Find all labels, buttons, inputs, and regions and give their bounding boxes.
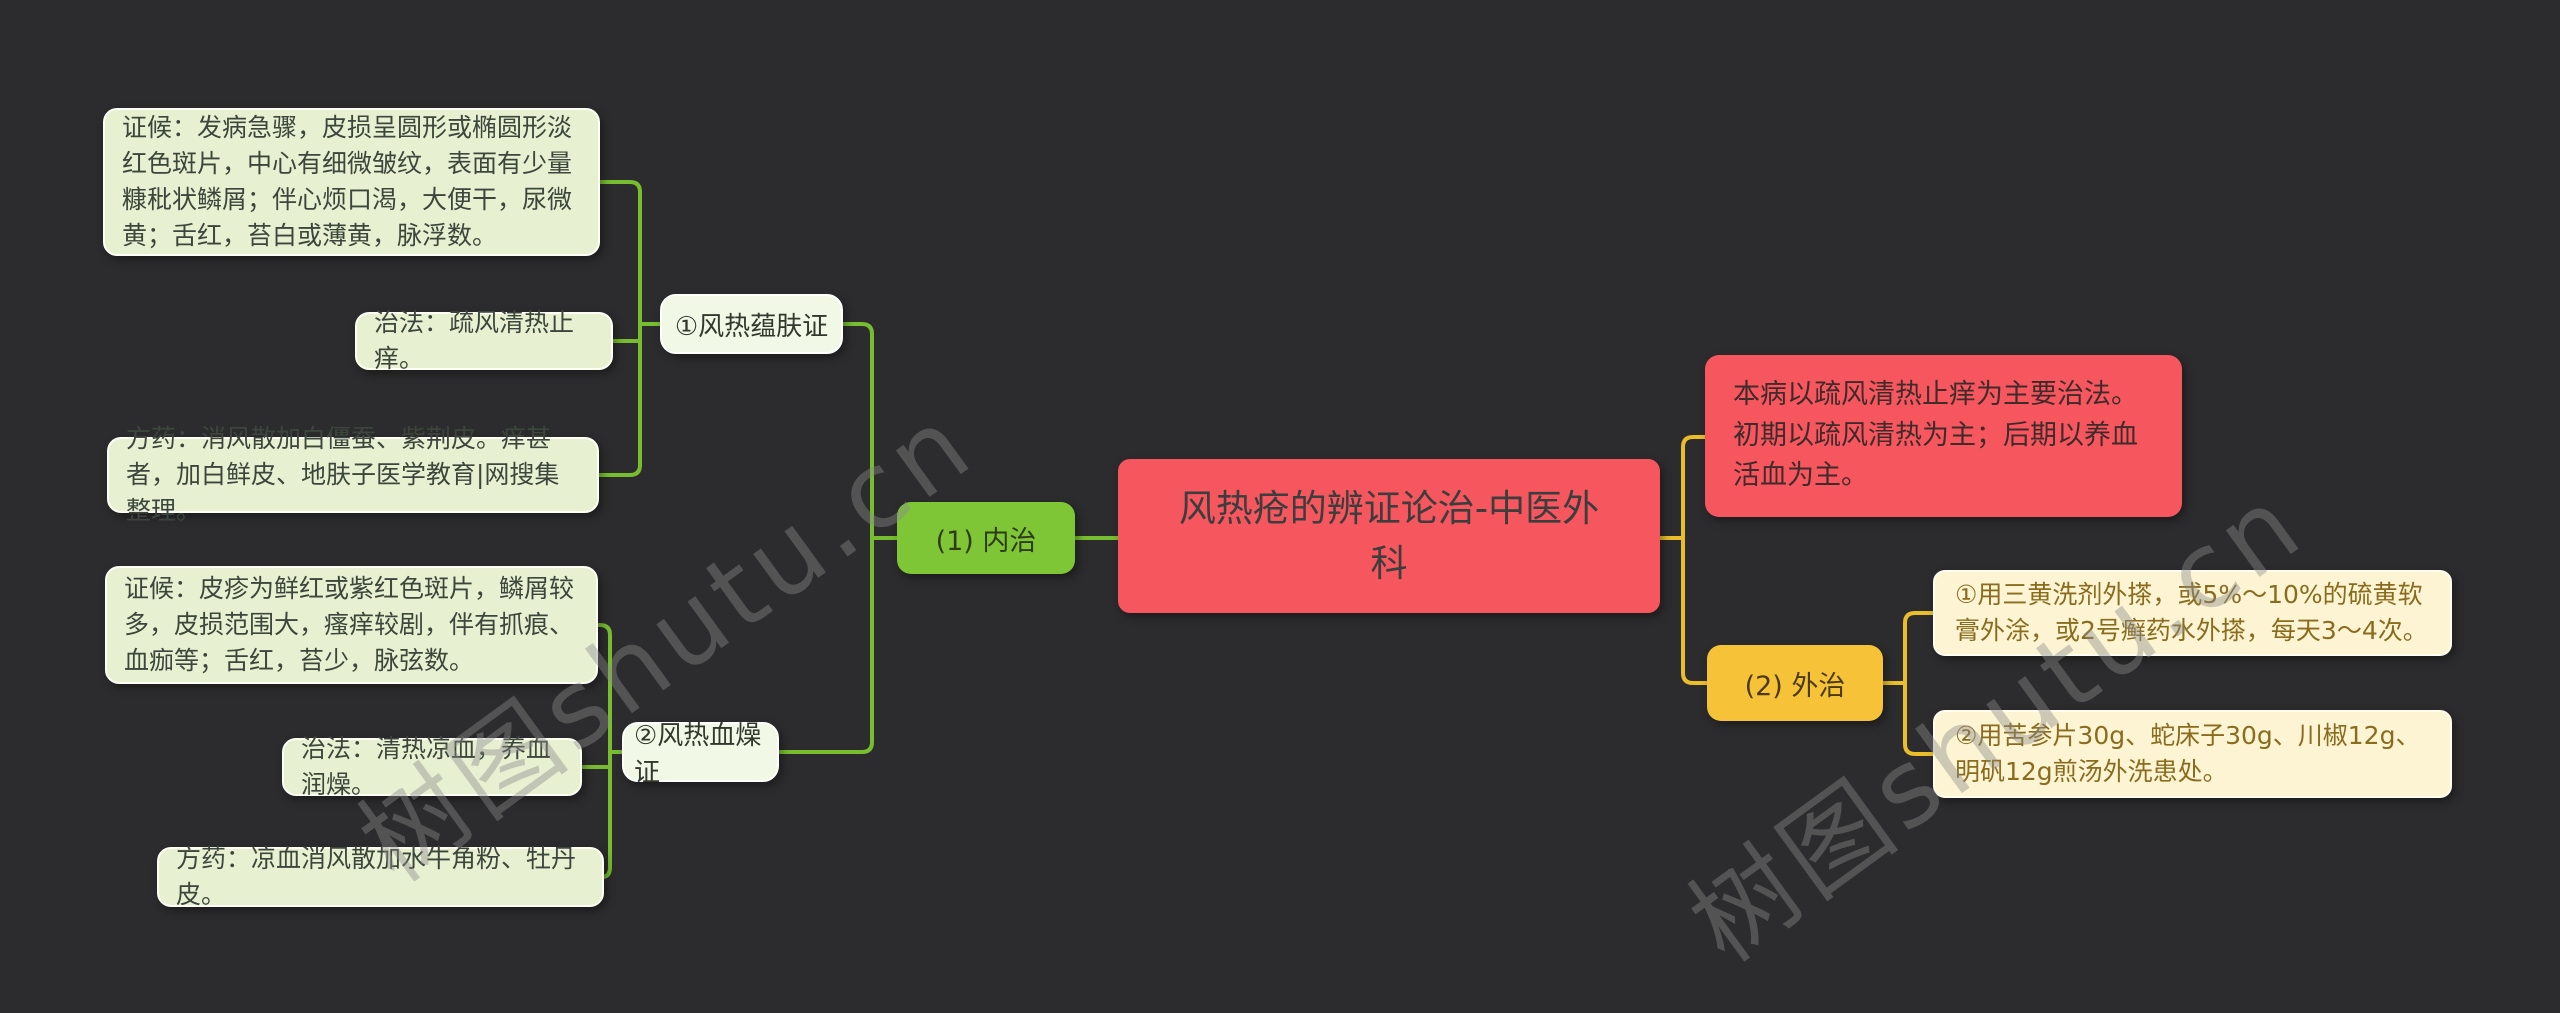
syndrome2-name: ②风热血燥证 [634, 721, 762, 788]
syndrome1-zhifa-text: 治法：疏风清热止痒。 [374, 308, 575, 373]
syndrome2-fangyao-text: 方药：凉血消风散加水牛角粉、牡丹皮。 [176, 844, 577, 909]
syndrome1-zhifa-box[interactable]: 治法：疏风清热止痒。 [355, 308, 613, 373]
syndrome2-node[interactable]: ②风热血燥证 [622, 721, 779, 788]
syndrome1-zhenghou-text: 证候：发病急骤，皮损呈圆形或椭圆形淡红色斑片，中心有细微皱纹，表面有少量糠秕状鳞… [122, 113, 573, 250]
syndrome2-zhifa-box[interactable]: 治法：清热凉血，养血润燥。 [282, 734, 582, 799]
syndrome2-zhifa-text: 治法：清热凉血，养血润燥。 [301, 734, 552, 799]
treatment-principle-text: 本病以疏风清热止痒为主要治法。初期以疏风清热为主；后期以养血活血为主。 [1733, 379, 2138, 492]
external-branch-node[interactable]: (2) 外治 [1707, 645, 1883, 721]
treatment-principle-note[interactable]: 本病以疏风清热止痒为主要治法。初期以疏风清热为主；后期以养血活血为主。 [1705, 355, 2182, 517]
external-method2-box[interactable]: ②用苦参片30g、蛇床子30g、川椒12g、明矾12g煎汤外洗患处。 [1933, 710, 2452, 798]
syndrome2-fangyao-box[interactable]: 方药：凉血消风散加水牛角粉、牡丹皮。 [157, 844, 604, 909]
syndrome1-zhenghou-box[interactable]: 证候：发病急骤，皮损呈圆形或椭圆形淡红色斑片，中心有细微皱纹，表面有少量糠秕状鳞… [103, 108, 600, 256]
root-topic-node[interactable]: 风热疮的辨证论治-中医外科 [1118, 459, 1660, 613]
external-method2-text: ②用苦参片30g、蛇床子30g、川椒12g、明矾12g煎汤外洗患处。 [1955, 720, 2421, 786]
root-topic-title: 风热疮的辨证论治-中医外科 [1178, 486, 1600, 586]
internal-branch-node[interactable]: (1) 内治 [897, 502, 1075, 574]
syndrome2-zhenghou-box[interactable]: 证候：皮疹为鲜红或紫红色斑片，鳞屑较多，皮损范围大，瘙痒较剧，伴有抓痕、血痂等；… [105, 566, 598, 684]
syndrome1-fangyao-text: 方药：消风散加白僵蚕、紫荆皮。痒甚者，加白鲜皮、地肤子医学教育|网搜集整理。 [126, 424, 560, 525]
external-branch-label: (2) 外治 [1744, 670, 1846, 702]
external-method1-text: ①用三黄洗剂外搽，或5%～10%的硫黄软膏外涂，或2号癣药水外搽，每天3～4次。 [1955, 579, 2428, 645]
syndrome1-node[interactable]: ①风热蕴肤证 [660, 294, 843, 354]
syndrome2-zhenghou-text: 证候：皮疹为鲜红或紫红色斑片，鳞屑较多，皮损范围大，瘙痒较剧，伴有抓痕、血痂等；… [124, 574, 575, 675]
syndrome1-fangyao-box[interactable]: 方药：消风散加白僵蚕、紫荆皮。痒甚者，加白鲜皮、地肤子医学教育|网搜集整理。 [107, 424, 599, 525]
internal-branch-label: (1) 内治 [935, 525, 1037, 557]
external-method1-box[interactable]: ①用三黄洗剂外搽，或5%～10%的硫黄软膏外涂，或2号癣药水外搽，每天3～4次。 [1933, 570, 2452, 656]
syndrome1-name: ①风热蕴肤证 [674, 311, 829, 342]
